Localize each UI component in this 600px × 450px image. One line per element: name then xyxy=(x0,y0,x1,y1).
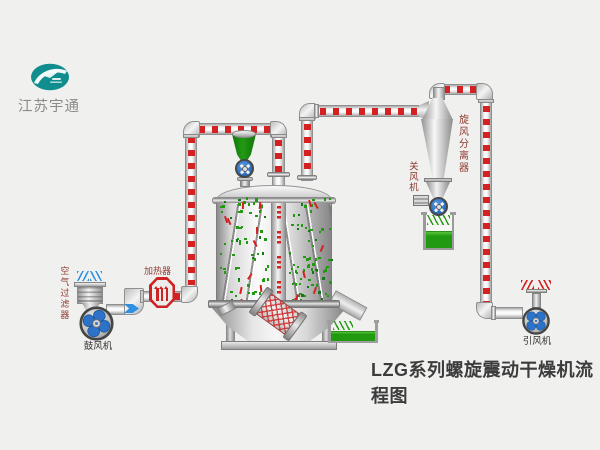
cyclone-cone xyxy=(421,119,453,179)
valve-hub xyxy=(241,165,248,172)
product-tank xyxy=(421,212,456,250)
heater-element-icon xyxy=(164,285,169,301)
tray-floor xyxy=(328,341,378,343)
airlock-motor xyxy=(413,195,429,206)
center-column-flange xyxy=(267,172,290,177)
feed-hopper-rim xyxy=(232,130,256,138)
exhaust-riser-flange xyxy=(297,175,317,180)
collar xyxy=(299,117,315,121)
collection-tray xyxy=(327,320,379,343)
tray-falling-material xyxy=(333,321,353,330)
heater-element-icon xyxy=(159,285,164,301)
brand-name: 江苏宇通 xyxy=(18,99,80,115)
dryer-center-column-airflow xyxy=(277,206,281,300)
collar xyxy=(314,104,319,118)
exhaust-marks-icon xyxy=(538,280,551,290)
tray-left-wall xyxy=(328,322,331,343)
tray-left-lip xyxy=(327,320,332,323)
feed-hopper xyxy=(232,134,256,161)
collar xyxy=(491,306,496,320)
tank-left-wall xyxy=(423,212,426,250)
pipe-topleft-dashes xyxy=(199,125,271,133)
cyclone-rotary-valve xyxy=(429,197,448,216)
diagram-title: LZG系列螺旋震动干燥机流程图 xyxy=(371,360,594,406)
pipe-center-column-dashes xyxy=(275,140,282,176)
tray-right-wall xyxy=(375,322,378,343)
label-heater: 加热器 xyxy=(144,266,172,276)
collar xyxy=(140,290,144,303)
pipe-to-cyclone-dashes xyxy=(320,107,418,115)
exhaust-stack-cap xyxy=(526,289,547,293)
air-filter-neck xyxy=(82,303,100,310)
tank-right-wall xyxy=(451,212,454,250)
tank-left-lip xyxy=(421,212,427,215)
exhaust-marks-icon xyxy=(521,280,534,290)
air-filter-body xyxy=(77,286,103,304)
heater-inner xyxy=(151,279,173,306)
air-filter-lip xyxy=(74,282,106,287)
cyclone-discharge-rim xyxy=(424,178,452,182)
pipe-right-downcomer-dashes xyxy=(482,106,490,302)
heater-body xyxy=(149,277,175,308)
label-induced-fan: 引风机 xyxy=(522,336,552,347)
blower-fan-icon xyxy=(79,306,114,341)
collar xyxy=(183,134,199,138)
feed-rotary-valve xyxy=(235,159,254,178)
tray-right-lip xyxy=(374,320,379,323)
heater-element-icon xyxy=(154,285,159,301)
cyclone-inlet-flare xyxy=(419,101,429,121)
dryer-material-layer xyxy=(216,196,334,306)
elbow-heater-up xyxy=(181,286,198,303)
tank-right-lip xyxy=(450,212,456,215)
tank-material-fill xyxy=(425,231,452,248)
pipe-left-riser-dashes xyxy=(187,137,195,285)
exhaust-stack xyxy=(532,293,541,308)
pipe-cyclone-outlet-dashes xyxy=(444,86,478,93)
tray-material-fill xyxy=(331,331,375,341)
label-rotary-valve: 关风机 xyxy=(406,161,418,193)
collar xyxy=(271,134,287,138)
collar xyxy=(478,99,494,103)
dryer-base-plate xyxy=(221,341,337,350)
tank-floor xyxy=(423,248,454,250)
label-cyclone-separator: 旋风分离器 xyxy=(456,114,468,174)
induced-fan-icon xyxy=(522,307,550,335)
hot-air-marker xyxy=(175,293,180,300)
pipe-exhaust-riser-dashes xyxy=(303,124,311,174)
cyclone-discharge-funnel xyxy=(426,182,450,198)
air-intake-marks-icon xyxy=(77,271,89,281)
cold-air-marker xyxy=(124,304,139,313)
valve-hub xyxy=(435,203,442,210)
label-air-filter: 空气过滤器 xyxy=(59,266,70,321)
label-blower: 鼓风机 xyxy=(83,341,113,352)
air-intake-marks-icon xyxy=(90,271,102,281)
company-logo-icon xyxy=(31,63,69,91)
tank-falling-material xyxy=(427,215,450,225)
elbow-right-top xyxy=(476,83,493,100)
